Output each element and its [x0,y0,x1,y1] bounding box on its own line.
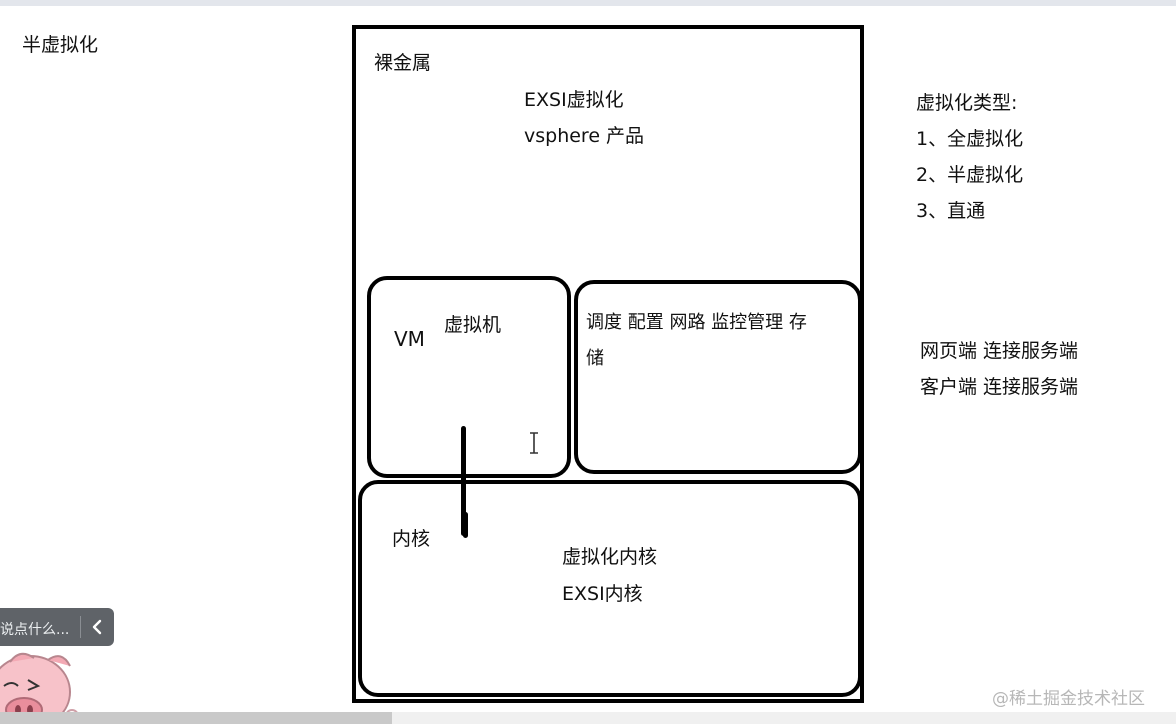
exsi-virtualization-text: EXSI虚拟化 [524,89,624,111]
horizontal-scrollbar[interactable] [0,712,1176,724]
page-heading: 半虚拟化 [22,34,99,56]
vm-kernel-connector [461,426,466,536]
top-bar [0,0,1176,6]
text-cursor-icon [530,432,538,454]
vm-sublabel: 虚拟机 [444,314,502,336]
comment-input[interactable]: 说点什么... [0,622,70,638]
comment-divider [80,616,81,638]
vm-box [367,276,571,478]
services-line-1: 调度 配置 网路 监控管理 存 [586,312,807,333]
virt-types-title: 虚拟化类型: [916,92,1018,114]
scrollbar-thumb[interactable] [0,712,392,724]
comment-bar[interactable]: 说点什么... [0,608,114,646]
bare-metal-label: 裸金属 [374,52,432,74]
virt-type-passthrough: 3、直通 [916,200,986,222]
virt-type-full: 1、全虚拟化 [916,128,1024,150]
connection-client: 客户端 连接服务端 [920,376,1079,398]
pig-mascot-icon[interactable] [0,640,84,724]
virtualization-kernel-text: 虚拟化内核 [562,546,658,568]
services-box [574,280,862,474]
kernel-label: 内核 [392,528,431,550]
connection-web: 网页端 连接服务端 [920,340,1079,362]
exsi-kernel-text: EXSI内核 [562,583,643,605]
vm-label: VM [394,327,425,351]
services-line-2: 储 [586,348,604,369]
watermark: @稀土掘金技术社区 [992,689,1145,709]
collapse-button[interactable] [86,612,110,642]
bare-metal-frame [352,25,864,703]
connector-hook [463,512,468,538]
kernel-box [358,480,862,697]
chevron-left-icon [92,619,102,635]
vsphere-product-text: vsphere 产品 [524,125,645,147]
virt-type-para: 2、半虚拟化 [916,164,1024,186]
